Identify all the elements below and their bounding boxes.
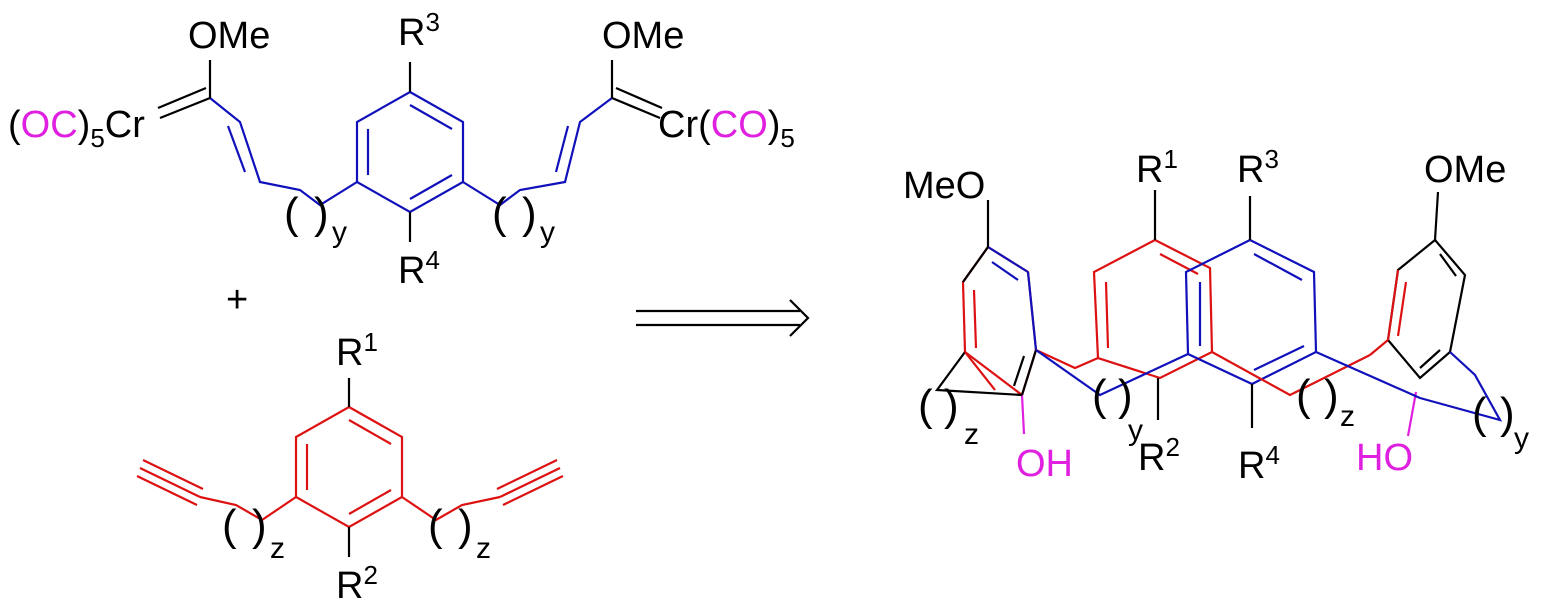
right-triple-bond [502, 475, 564, 506]
right-z-index: z [476, 532, 491, 565]
left-carbene-bond [157, 86, 207, 110]
left-ring-bond [987, 246, 1029, 273]
r1-product-label: R1 [1136, 144, 1178, 191]
right-carbene-bond [615, 86, 663, 110]
left-z-paren-open: ( [222, 501, 237, 550]
left-ring-inner [1012, 355, 1026, 387]
top-benzene-ring [355, 90, 465, 214]
oh-bond [1020, 394, 1026, 435]
ring-inner-bond [348, 489, 392, 515]
r4-label: R4 [398, 245, 440, 292]
right-triple-bond [496, 459, 558, 490]
right-z-paren-close: ) [458, 501, 473, 550]
right-carbene-bond [611, 96, 661, 120]
product-right-y-paren-open: ( [1472, 389, 1487, 438]
product: MeO OMe R1 R3 R2 R4 OH HO ( ) z ( ) y ( … [903, 144, 1529, 487]
right-y-paren-open: ( [492, 189, 507, 238]
left-ring-bond [1026, 271, 1038, 351]
top-reactant: OMe OMe (OC)5Cr Cr(CO)5 R3 R4 ( ) y ( ) … [8, 7, 795, 292]
product-left-z-paren-open: ( [918, 381, 933, 430]
left-z-index: z [270, 532, 285, 565]
right-ome-label: OMe [602, 15, 684, 57]
bottom-benzene-ring [294, 405, 404, 529]
left-ring-bond [962, 246, 989, 283]
bottom-reactant: R1 R2 ( ) z ( ) z [136, 327, 564, 607]
product-left-z-index: z [964, 418, 979, 451]
left-triple-bond [142, 459, 204, 490]
r3-product-label: R3 [1237, 144, 1279, 191]
left-ring-inner [991, 261, 1019, 281]
ome-product-bond [1433, 191, 1440, 241]
middle-blue-ring [1184, 238, 1318, 386]
left-ring-inner [972, 289, 978, 349]
right-ring-inner [1419, 349, 1441, 369]
left-ome-label: OMe [188, 15, 270, 57]
product-right-y-index: y [1514, 422, 1529, 455]
left-triple-bond [139, 467, 201, 498]
right-chain-double [554, 125, 570, 173]
left-triple-bond [136, 475, 198, 506]
red-ring-inner [1159, 253, 1199, 275]
r2-label: R2 [336, 560, 378, 607]
left-z-bridge [964, 351, 996, 391]
plus-sign: + [226, 279, 248, 321]
blue-ring-inner [1253, 253, 1303, 281]
right-chain [462, 97, 613, 207]
right-z-paren-open: ( [428, 501, 443, 550]
r4-product-label: R4 [1238, 440, 1280, 487]
blue-ring-inner [1253, 345, 1305, 371]
ho-bond [1406, 391, 1418, 437]
product-mid-z-paren-open: ( [1296, 371, 1311, 420]
product-right-y-paren-close: ) [1500, 389, 1515, 438]
right-ring-inner [1439, 253, 1457, 277]
reaction-arrow [636, 299, 810, 337]
meo-label: MeO [903, 165, 985, 207]
z-bridge-mid [1211, 351, 1371, 397]
left-y-paren-open: ( [284, 189, 299, 238]
left-chain [209, 97, 358, 207]
right-ring-inner [1396, 281, 1408, 337]
right-z-link [1369, 339, 1389, 356]
r1-label: R1 [336, 327, 378, 374]
right-ring-bond [1386, 269, 1400, 341]
product-mid-y-paren-close: ) [1118, 371, 1133, 420]
middle-red-ring [1092, 238, 1214, 380]
right-triple-bond [499, 467, 561, 498]
oh-label: OH [1016, 443, 1073, 485]
right-chromium-label: Cr(CO)5 [658, 104, 795, 153]
left-z-bridge [934, 351, 1023, 397]
y-bridge-mid [1035, 349, 1189, 397]
product-mid-y-index: y [1128, 414, 1143, 447]
right-anisole-ring [1386, 238, 1467, 380]
ring-inner-bond [409, 104, 453, 130]
left-z-paren-close: ) [252, 501, 267, 550]
right-y-bridge [1315, 350, 1503, 422]
left-carbene-bond [159, 96, 211, 120]
ring-inner-bond [348, 419, 392, 445]
ome-label: OMe [1424, 149, 1506, 191]
left-alkyne-arm [199, 495, 297, 522]
ho-label: HO [1356, 437, 1413, 479]
mid-left-bridge [1035, 349, 1099, 370]
product-mid-y-paren-open: ( [1092, 371, 1107, 420]
left-chain-double [226, 125, 247, 173]
right-y-paren-close: ) [522, 189, 537, 238]
left-y-paren-close: ) [314, 189, 329, 238]
left-ring-bond [1020, 349, 1038, 396]
r3-label: R3 [398, 7, 440, 54]
product-left-z-paren-close: ) [944, 381, 959, 430]
right-alkyne-arm [401, 495, 501, 522]
r2-product-label: R2 [1138, 432, 1180, 479]
left-y-index: y [332, 216, 347, 249]
product-mid-z-paren-close: ) [1324, 371, 1339, 420]
left-chromium-label: (OC)5Cr [8, 104, 145, 153]
right-y-index: y [540, 216, 555, 249]
red-ring-inner [1104, 281, 1110, 349]
product-mid-z-index: z [1340, 400, 1355, 433]
ring-inner-bond [409, 174, 453, 200]
